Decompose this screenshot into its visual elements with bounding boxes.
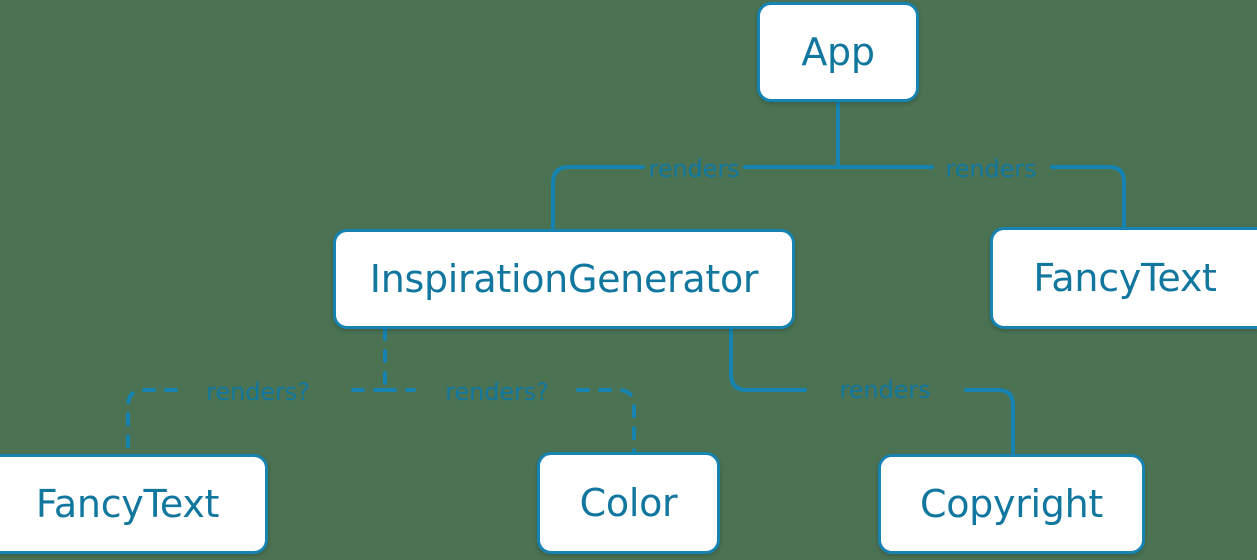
node-fancytext-bottom-label: FancyText bbox=[35, 482, 220, 526]
edge-inspirationgenerator-to-copyright-b bbox=[964, 388, 1015, 456]
edge-label-app-to-inspirationgenerator: renders bbox=[648, 155, 740, 183]
edge-inspirationgenerator-to-copyright-a bbox=[729, 327, 807, 392]
node-copyright[interactable]: Copyright bbox=[878, 454, 1145, 554]
node-fancytext-right-label: FancyText bbox=[1033, 256, 1217, 300]
edge-label-app-to-fancytext: renders bbox=[945, 155, 1037, 183]
node-color[interactable]: Color bbox=[537, 452, 720, 554]
node-inspirationgenerator-label: InspirationGenerator bbox=[369, 257, 759, 301]
node-app[interactable]: App bbox=[757, 2, 919, 102]
edge-inspirationgenerator-to-fancytext-dashed-b bbox=[126, 388, 178, 456]
edge-label-inspirationgenerator-to-copyright: renders bbox=[839, 376, 931, 404]
node-copyright-label: Copyright bbox=[920, 482, 1103, 526]
node-color-label: Color bbox=[579, 481, 678, 525]
edge-app-to-fancytext-b bbox=[1050, 165, 1126, 229]
edge-app-to-inspirationgenerator-b bbox=[551, 165, 645, 231]
node-fancytext-right[interactable]: FancyText bbox=[990, 227, 1257, 329]
edge-label-inspirationgenerator-to-color: renders? bbox=[445, 378, 549, 406]
edge-label-inspirationgenerator-to-fancytext: renders? bbox=[206, 378, 310, 406]
node-app-label: App bbox=[801, 30, 875, 74]
node-inspirationgenerator[interactable]: InspirationGenerator bbox=[333, 229, 795, 329]
node-fancytext-bottom[interactable]: FancyText bbox=[0, 454, 268, 554]
edge-inspirationgenerator-to-color-dashed-b bbox=[576, 388, 636, 454]
